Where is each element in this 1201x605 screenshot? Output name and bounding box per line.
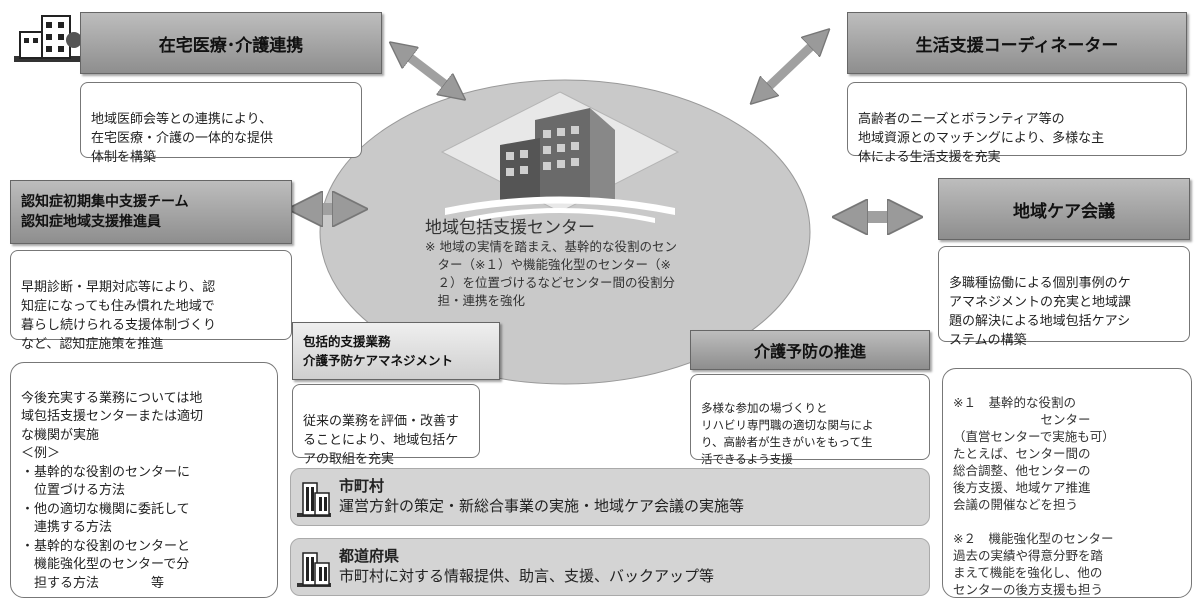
city-hall-icon <box>297 482 331 517</box>
hospital-icon <box>14 15 82 62</box>
future-tasks-box: 今後充実する業務については地 域包括支援センターまたは適切 な機関が実施 ＜例＞… <box>10 362 278 598</box>
center-ellipse <box>319 79 811 385</box>
municipality-text: 運営方針の策定・新総合事業の実施・地域ケア会議の実施等 <box>339 497 745 515</box>
top-left-text-box: 地域医師会等との連携により、 在宅医療・介護の一体的な提供 体制を構築 <box>80 82 362 165</box>
top-right-text-box: 高齢者のニーズとボランティア等の 地域資源とのマッチングにより、多様な主 体によ… <box>847 82 1187 165</box>
top-left-text: 地域医師会等との連携により、 在宅医療・介護の一体的な提供 体制を構築 <box>91 112 274 165</box>
mid-left-text-box: 早期診断・早期対応等により、認 知症になっても住み慣れた地域で 暮らし続けられる… <box>10 250 292 352</box>
mid-right-title: 地域ケア会議 <box>1013 201 1115 222</box>
top-right-text: 高齢者のニーズとボランティア等の 地域資源とのマッチングにより、多様な主 体によ… <box>858 112 1105 165</box>
comprehensive-text-box: 従来の業務を評価・改善す ることにより、地域包括ケ アの取組を充実 <box>292 384 480 467</box>
center-title: 地域包括支援センター <box>425 218 595 238</box>
center-roles-notes-text: ※１ 基幹的な役割の センター （直営センターで実施も可） たとえば、センター間… <box>953 395 1115 597</box>
prefecture-title: 都道府県 <box>339 547 400 565</box>
prefecture-office-icon <box>297 552 331 587</box>
arrow-top-left <box>400 50 455 92</box>
center-note: ※ 地域の実情を踏まえ、基幹的な役割のセン ター（※１）や機能強化型のセンター（… <box>425 239 677 308</box>
prevention-title: 介護予防の推進 <box>753 342 866 361</box>
municipality-bar: 市町村 運営方針の策定・新総合事業の実施・地域ケア会議の実施等 <box>290 468 930 526</box>
mid-right-text: 多職種協働による個別事例のケ アマネジメントの充実と地域課 題の解決による地域包… <box>949 276 1132 348</box>
prevention-text: 多様な参加の場づくりと リハビリ専門職の適切な関与によ り、高齢者が生きがいをも… <box>701 401 874 466</box>
mid-left-text: 早期診断・早期対応等により、認 知症になっても住み慣れた地域で 暮らし続けられる… <box>21 280 217 352</box>
top-left-title: 在宅医療･介護連携 <box>158 35 304 56</box>
top-right-header: 生活支援コーディネーター <box>847 12 1187 74</box>
top-right-title: 生活支援コーディネーター <box>915 35 1119 56</box>
comprehensive-header: 包括的支援業務 介護予防ケアマネジメント <box>292 322 500 380</box>
prevention-header: 介護予防の推進 <box>690 330 930 370</box>
prefecture-text: 市町村に対する情報提供、助言、支援、バックアップ等 <box>339 567 715 585</box>
future-tasks-text: 今後充実する業務については地 域包括支援センターまたは適切 な機関が実施 ＜例＞… <box>21 390 204 591</box>
prefecture-bar: 都道府県 市町村に対する情報提供、助言、支援、バックアップ等 <box>290 538 930 596</box>
top-left-header: 在宅医療･介護連携 <box>80 12 382 74</box>
comprehensive-title: 包括的支援業務 介護予防ケアマネジメント <box>303 334 454 368</box>
prevention-text-box: 多様な参加の場づくりと リハビリ専門職の適切な関与によ り、高齢者が生きがいをも… <box>690 374 930 466</box>
municipality-title: 市町村 <box>339 477 385 495</box>
comprehensive-text: 従来の業務を評価・改善す ることにより、地域包括ケ アの取組を充実 <box>303 414 460 467</box>
arrow-top-right <box>760 38 820 95</box>
mid-left-title: 認知症初期集中支援チーム 認知症地域支援推進員 <box>21 194 189 230</box>
mid-right-header: 地域ケア会議 <box>938 178 1190 240</box>
mid-left-header: 認知症初期集中支援チーム 認知症地域支援推進員 <box>10 180 292 244</box>
mid-right-text-box: 多職種協働による個別事例のケ アマネジメントの充実と地域課 題の解決による地域包… <box>938 246 1190 348</box>
center-roles-notes-box: ※１ 基幹的な役割の センター （直営センターで実施も可） たとえば、センター間… <box>942 368 1192 598</box>
building-icon <box>440 91 680 223</box>
